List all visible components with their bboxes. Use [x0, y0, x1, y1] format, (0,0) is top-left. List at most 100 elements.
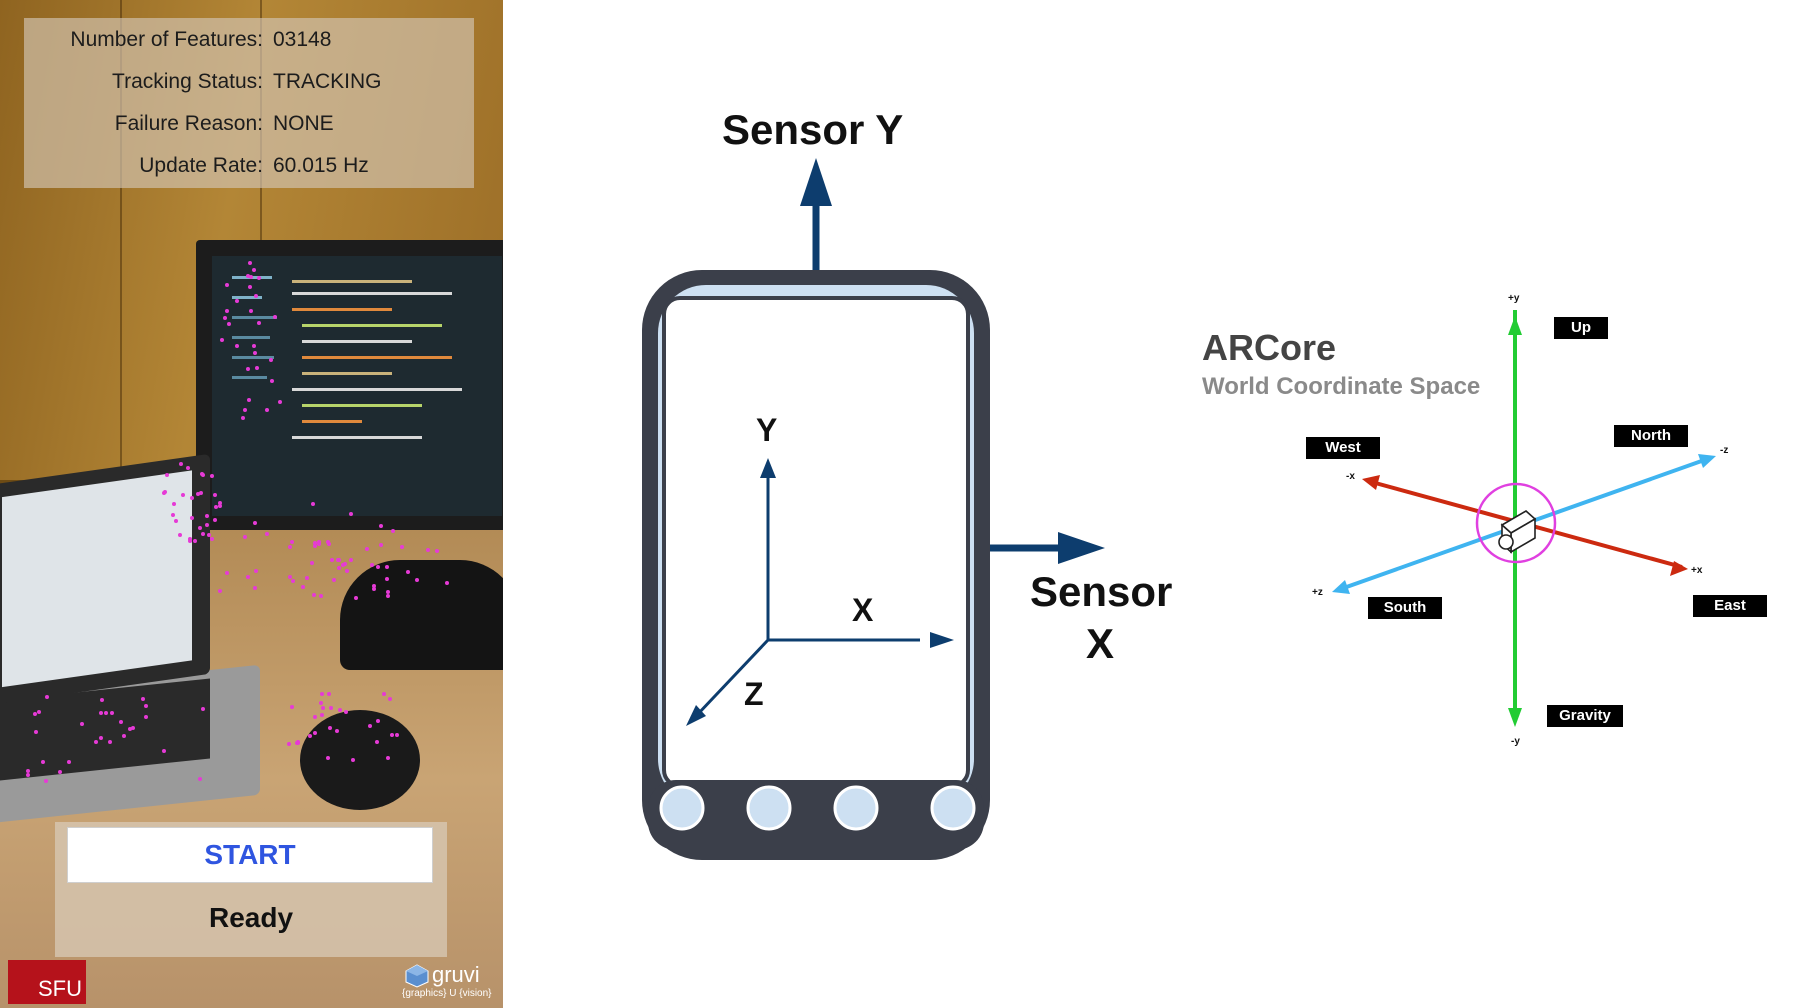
- phone-button: [930, 785, 976, 831]
- controls-panel: START Ready: [55, 822, 447, 957]
- feature-point: [171, 512, 176, 517]
- label-west: West: [1306, 437, 1380, 459]
- feature-point: [40, 759, 45, 764]
- feature-point: [350, 757, 355, 762]
- feature-point: [372, 584, 377, 589]
- feature-point: [144, 715, 149, 720]
- feature-point: [195, 491, 200, 496]
- feature-point: [385, 589, 390, 594]
- monitor-code-screen: [212, 256, 502, 516]
- feature-point: [337, 566, 342, 571]
- label-south: South: [1368, 597, 1442, 619]
- feature-point: [390, 733, 395, 738]
- feature-point: [313, 730, 318, 735]
- feature-point: [273, 315, 278, 320]
- feature-point: [242, 407, 247, 412]
- info-value: 03148: [273, 28, 332, 51]
- feature-point: [319, 691, 324, 696]
- feature-point: [312, 592, 317, 597]
- feature-point: [326, 692, 331, 697]
- tracking-info-panel: Number of Features: 03148 Tracking Statu…: [24, 18, 474, 188]
- feature-point: [265, 407, 270, 412]
- sfu-logo: SFU: [8, 960, 86, 1004]
- cabinet-edge: [260, 0, 262, 470]
- phone-diagram-svg: [642, 158, 1105, 860]
- inner-y-arrowhead: [760, 458, 776, 478]
- sensor-y-arrowhead: [800, 158, 832, 206]
- axis-label-minus-x: -x: [1346, 471, 1355, 482]
- feature-point: [246, 273, 251, 278]
- feature-point: [364, 546, 369, 551]
- feature-point: [178, 532, 183, 537]
- feature-point: [205, 522, 210, 527]
- label-east: East: [1693, 595, 1767, 617]
- inner-z-label: Z: [744, 676, 764, 712]
- feature-point: [388, 697, 393, 702]
- feature-point: [313, 714, 318, 719]
- feature-point: [37, 710, 42, 715]
- feature-point: [201, 707, 206, 712]
- sensor-x-label-line1: Sensor: [1030, 568, 1173, 615]
- feature-point: [213, 505, 218, 510]
- info-row-failure-reason: Failure Reason: NONE: [24, 106, 474, 140]
- feature-point: [199, 491, 204, 496]
- feature-point: [354, 595, 359, 600]
- status-text: Ready: [208, 902, 294, 933]
- sensor-x-label-line2: X: [1086, 620, 1115, 667]
- info-value: 60.015 Hz: [273, 154, 369, 177]
- feature-point: [382, 692, 387, 697]
- feature-point: [225, 571, 230, 576]
- feature-point: [386, 594, 391, 599]
- feature-point: [57, 769, 62, 774]
- feature-point: [376, 718, 381, 723]
- feature-point: [207, 533, 212, 538]
- feature-point: [200, 473, 205, 478]
- feature-point: [328, 705, 333, 710]
- feature-point: [310, 561, 315, 566]
- info-label: Failure Reason:: [114, 112, 263, 135]
- feature-point: [253, 350, 258, 355]
- feature-point: [405, 569, 410, 574]
- feature-point: [173, 519, 178, 524]
- feature-point: [209, 474, 214, 479]
- feature-point: [93, 739, 98, 744]
- phone-sensor-axes-diagram: Sensor Y Sensor X Y X Z: [560, 80, 1200, 880]
- info-value: NONE: [273, 112, 334, 135]
- feature-point: [66, 760, 71, 765]
- feature-point: [217, 501, 222, 506]
- feature-point: [204, 513, 209, 518]
- phone-button: [659, 785, 705, 831]
- feature-point: [178, 461, 183, 466]
- feature-point: [201, 532, 206, 537]
- feature-point: [218, 504, 223, 509]
- feature-point: [325, 756, 330, 761]
- feature-point: [209, 537, 214, 542]
- feature-point: [25, 769, 30, 774]
- feature-point: [212, 517, 217, 522]
- axis-label-plus-z: +z: [1312, 587, 1323, 598]
- feature-point: [287, 575, 292, 580]
- feature-point: [172, 502, 176, 507]
- info-label: Update Rate:: [139, 154, 263, 177]
- feature-point: [122, 733, 127, 738]
- monitor-stand: [340, 560, 503, 670]
- arcore-world-coordinate-diagram: ARCore World Coordinate Space Up North W…: [1190, 285, 1790, 765]
- feature-point: [290, 539, 295, 544]
- feature-point: [141, 696, 146, 701]
- computer-mouse: [300, 710, 420, 810]
- feature-point: [317, 542, 322, 547]
- arcore-subtitle: World Coordinate Space: [1202, 373, 1481, 400]
- feature-point: [326, 542, 331, 547]
- feature-point: [318, 701, 323, 706]
- x-axis-minus-arrowhead: [1362, 475, 1380, 490]
- cabinet-edge: [120, 0, 122, 470]
- label-gravity: Gravity: [1547, 705, 1623, 727]
- feature-point: [370, 562, 375, 567]
- axis-label-minus-y: -y: [1511, 736, 1520, 747]
- phone-button: [833, 785, 879, 831]
- feature-point: [162, 491, 167, 496]
- start-button[interactable]: START: [67, 827, 433, 883]
- feature-point: [240, 416, 245, 421]
- feature-point: [255, 365, 260, 370]
- feature-point: [227, 322, 232, 327]
